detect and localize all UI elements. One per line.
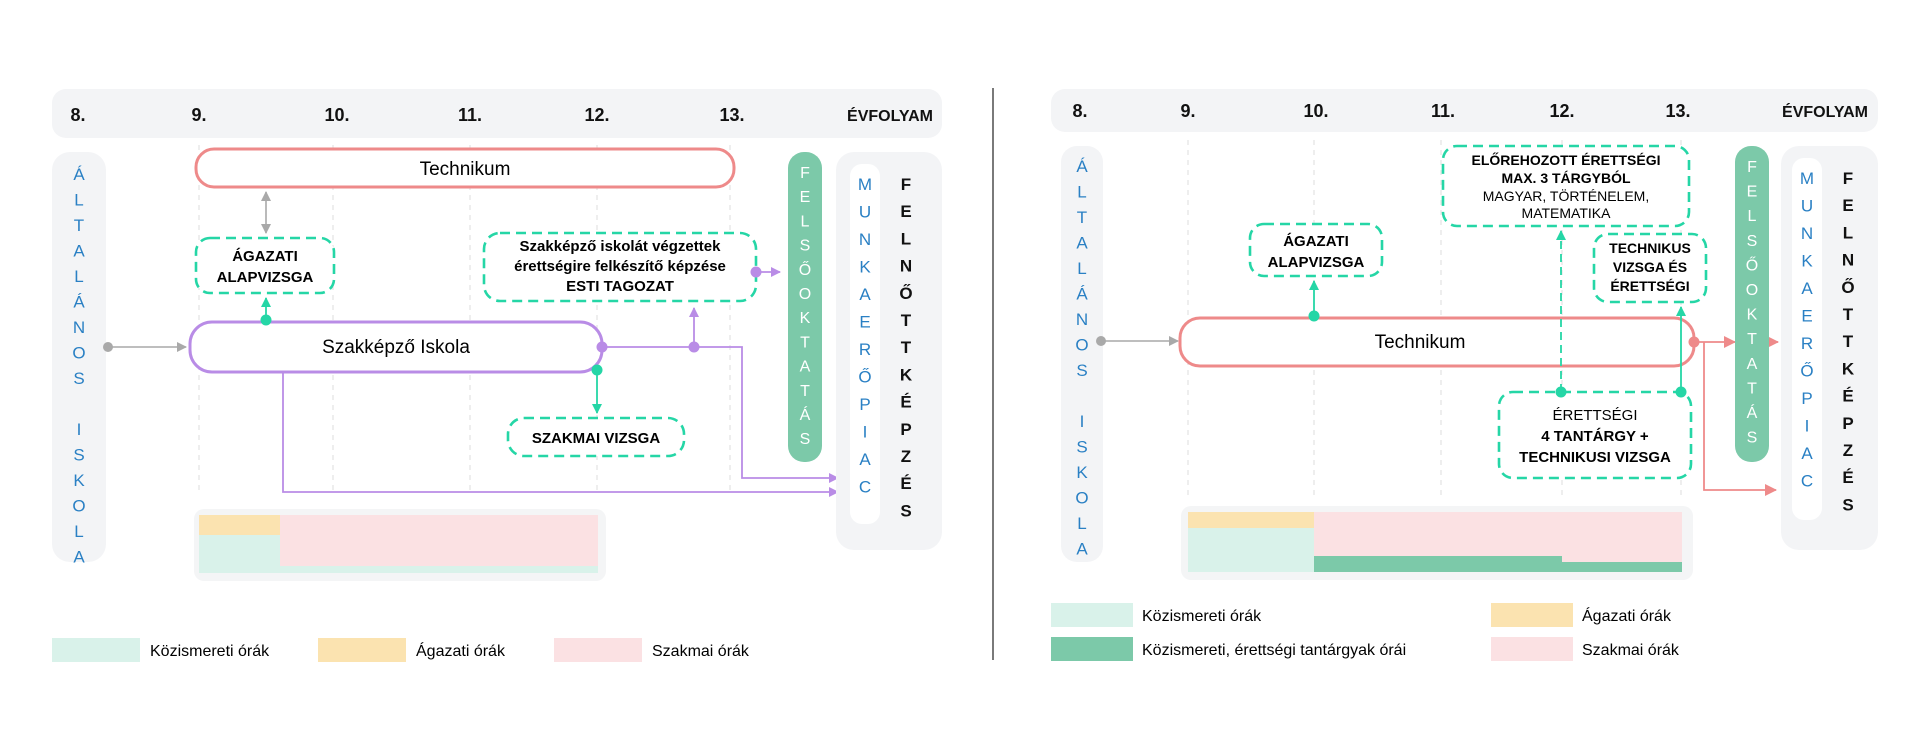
szakmai-origin-dot	[591, 364, 603, 376]
year-header-panel-right	[1051, 89, 1878, 132]
elorehozott-box	[1441, 144, 1691, 228]
elorehozott-line-3: MAGYAR, TÖRTÉNELEM,	[1483, 187, 1649, 204]
legend-label-kozismereti: Közismereti órák	[150, 643, 270, 660]
year-header-panel	[52, 89, 942, 138]
esti-line-1: Szakképző iskolát végzettek	[520, 238, 722, 255]
hour-bar-kozismereti-strip	[280, 566, 598, 573]
agazati-line-2-right: ALAPVIZSGA	[1268, 254, 1365, 271]
technikus-vizsga-box	[1592, 232, 1708, 304]
altalanos-iskola-panel-right	[1061, 146, 1103, 562]
erettsegi-box	[1497, 390, 1693, 480]
szakmai-vizsga-label: SZAKMAI VIZSGA	[532, 430, 661, 447]
elorehozott-line-2: MAX. 3 TÁRGYBÓL	[1501, 169, 1631, 186]
esti-branch-dot	[688, 341, 700, 353]
hour-bar-agazati-right	[1188, 512, 1314, 528]
legend-label-szakmai: Szakmai órák	[652, 643, 750, 660]
year-label-10-right: 10.	[1303, 101, 1328, 121]
agazati-origin-dot	[260, 314, 272, 326]
legend-swatch-kozismereti	[52, 638, 140, 662]
agazati-origin-dot-right	[1308, 310, 1320, 322]
elorehozott-line-1: ELŐREHOZOTT ÉRETTSÉGI	[1471, 151, 1660, 168]
legend-swatch-szakmai-right	[1491, 637, 1573, 661]
legend-swatch-szakmai	[554, 638, 642, 662]
altalanos-iskola-panel	[52, 152, 106, 562]
esti-output-dot	[750, 266, 762, 278]
input-dot-right	[1096, 336, 1106, 346]
legend-label-agazati: Ágazati órák	[416, 641, 506, 660]
evfolyam-label: ÉVFOLYAM	[847, 106, 933, 125]
year-label-13-right: 13.	[1665, 101, 1690, 121]
hour-bar-kozismereti-right	[1188, 528, 1314, 572]
erettsegi-line-3: TECHNIKUSI VIZSGA	[1519, 449, 1671, 466]
year-label-9-right: 9.	[1180, 101, 1195, 121]
legend-swatch-erettsegi-right	[1051, 637, 1133, 661]
year-label-12: 12.	[584, 105, 609, 125]
legend-label-szakmai-right: Szakmai órák	[1582, 642, 1680, 659]
year-label-12-right: 12.	[1549, 101, 1574, 121]
technikum-label-right: Technikum	[1375, 332, 1466, 353]
input-dot	[103, 342, 113, 352]
year-grid	[198, 145, 731, 490]
legend-swatch-agazati-right	[1491, 603, 1573, 627]
esti-tagozat-box	[482, 231, 758, 303]
felsooktatas-panel	[788, 152, 822, 462]
agazati-alapvizsga-box-right	[1248, 222, 1384, 278]
legend-label-agazati-right: Ágazati órák	[1582, 606, 1672, 625]
purple-connectors	[282, 267, 839, 497]
elorehozott-line-4: MATEMATIKA	[1522, 205, 1612, 221]
szakkepzo-iskola-label: Szakképző Iskola	[322, 337, 470, 358]
year-label-8: 8.	[70, 105, 85, 125]
legend-swatch-kozismereti-right	[1051, 603, 1133, 627]
hour-bar-erettsegi-right	[1314, 556, 1562, 572]
technikum-label: Technikum	[420, 159, 511, 180]
technikus-origin-dot	[1675, 386, 1687, 398]
technikus-line-1: TECHNIKUS	[1609, 240, 1691, 256]
hour-bar-kozismereti	[199, 535, 280, 573]
agazati-alapvizsga-box	[194, 236, 336, 295]
legend-swatch-agazati	[318, 638, 406, 662]
legend-label-erettsegi-right: Közismereti, érettségi tantárgyak órái	[1142, 642, 1406, 659]
hour-bar-agazati	[199, 515, 280, 535]
erettsegi-line-2: 4 TANTÁRGY +	[1541, 428, 1649, 445]
hour-bar-erettsegi-end-right	[1562, 562, 1682, 572]
agazati-line-1: ÁGAZATI	[232, 248, 298, 265]
erettsegi-line-1: ÉRETTSÉGI	[1552, 407, 1637, 424]
year-label-13: 13.	[719, 105, 744, 125]
felsooktatas-panel-right	[1735, 146, 1769, 462]
technikum-box	[194, 147, 736, 189]
munkaeropiac-panel-right	[1792, 158, 1822, 520]
szakkepzo-output-dot	[596, 341, 608, 353]
esti-line-2: érettségire felkészítő képzése	[514, 258, 726, 275]
technikum-output-dot	[1688, 336, 1700, 348]
year-label-9: 9.	[191, 105, 206, 125]
elorehozott-origin-dot	[1555, 386, 1567, 398]
year-label-10: 10.	[324, 105, 349, 125]
technikus-line-2: VIZSGA ÉS	[1613, 259, 1687, 275]
szakmai-vizsga-box	[506, 416, 686, 458]
esti-line-3: ESTI TAGOZAT	[566, 278, 674, 295]
year-label-8-right: 8.	[1072, 101, 1087, 121]
agazati-line-2: ALAPVIZSGA	[217, 269, 314, 286]
munkaeropiac-panel	[850, 164, 880, 524]
year-label-11-right: 11.	[1431, 101, 1455, 121]
year-label-11: 11.	[458, 105, 482, 125]
evfolyam-label-right: ÉVFOLYAM	[1782, 102, 1868, 121]
technikus-line-3: ÉRETTSÉGI	[1610, 278, 1689, 294]
legend-label-kozismereti-right: Közismereti órák	[1142, 608, 1262, 625]
agazati-line-1-right: ÁGAZATI	[1283, 233, 1349, 250]
